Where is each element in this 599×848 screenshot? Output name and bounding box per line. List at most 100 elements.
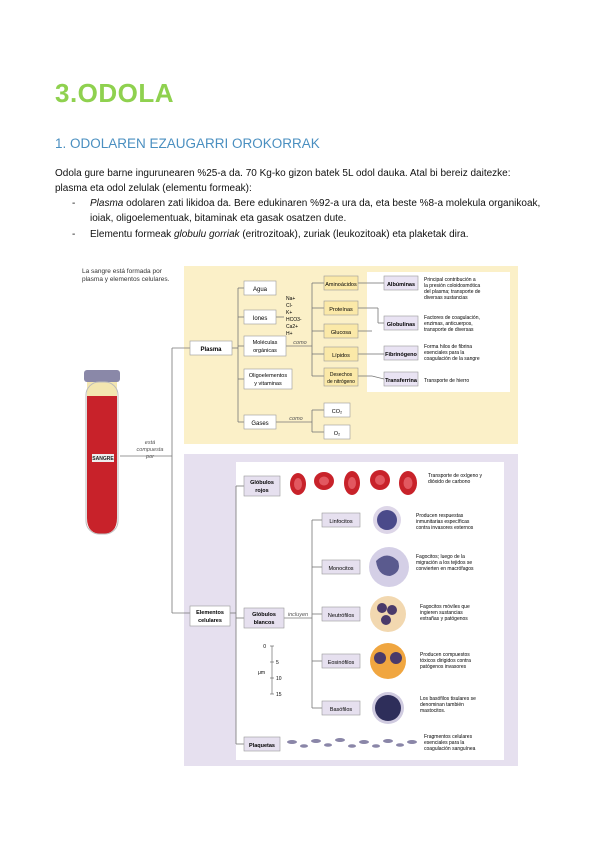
co2-label: CO₂ <box>332 409 342 415</box>
bullet-elements-pre: Elementu formeak <box>90 229 174 240</box>
ion-item: Ca2+ <box>286 324 298 330</box>
ion-item: Na+ <box>286 296 295 302</box>
page-title: 3.ODOLA <box>55 78 175 108</box>
organic-label: Glucosa <box>331 330 352 336</box>
organic-label: Proteínas <box>329 307 353 313</box>
intro-line-2: plasma eta odol zelulak (elementu formea… <box>55 183 252 194</box>
rojos-desc: Transporte de oxígeno y <box>428 473 483 479</box>
wbc-box <box>321 700 361 716</box>
wbc-desc: patógenos invasores <box>420 664 467 670</box>
blood-tube-icon <box>84 370 120 535</box>
wbc-desc: Producen respuestas <box>416 513 464 519</box>
wbc-label: Basófilos <box>330 707 353 713</box>
figure-caption: La sangre está formada por <box>82 268 163 275</box>
scale-bar <box>270 645 274 695</box>
gases-label: Gases <box>251 421 268 427</box>
protein-desc: diversas sustancias <box>424 295 468 301</box>
organic-label: Aminoácidos <box>325 282 357 288</box>
plaquetas-desc: Fragmentos celulares <box>424 734 473 740</box>
oligo-label: Oligoelementos <box>249 373 287 379</box>
protein-desc: coagulación de la sangre <box>424 356 480 362</box>
compuesta-label: está <box>145 440 155 446</box>
elementos-label: celulares <box>198 618 222 624</box>
lymphocyte-icon <box>373 506 401 534</box>
protein-desc: esenciales para la <box>424 350 465 356</box>
eosinophil-icon <box>370 643 406 679</box>
wbc-row <box>321 512 361 528</box>
red-blood-cells-icon <box>290 470 417 495</box>
figure-caption: plasma y elementos celulares. <box>82 276 170 283</box>
incluyen-label: incluyen <box>288 612 308 618</box>
plaquetas-box <box>243 736 281 752</box>
rojos-label: rojos <box>255 488 268 494</box>
wbc-desc: migración a los tejidos se <box>416 560 472 566</box>
o2-box <box>323 424 351 440</box>
scale-tick: 10 <box>276 676 282 682</box>
compuesta-label: por <box>145 454 155 460</box>
ion-item: Cl- <box>286 303 293 309</box>
bullet-elements-text: (eritrozitoak), zuriak (leukozitoak) eta… <box>239 229 469 240</box>
elementos-label: Elementos <box>196 610 224 616</box>
protein-desc: Transporte de hierro <box>424 378 469 384</box>
scale-tick: 15 <box>276 692 282 698</box>
moleculas-label: Moléculas <box>253 340 278 346</box>
wbc-desc: inmunitarias específicas <box>416 519 470 525</box>
scale-tick: 5 <box>276 660 279 666</box>
protein-desc: Factores de coagulación, <box>424 315 480 321</box>
monocyte-icon <box>369 547 409 587</box>
elementos-box <box>189 605 231 627</box>
agua-label: Agua <box>253 287 268 293</box>
protein-label: Fibrinógeno <box>385 352 417 358</box>
rojos-label: Glóbulos <box>250 480 274 486</box>
protein-connectors <box>371 282 385 380</box>
organic-box <box>323 300 359 316</box>
wbc-desc: mastocitos. <box>420 708 445 714</box>
wbc-desc: Los basófilos tisulares se <box>420 696 476 702</box>
organic-box <box>323 323 359 339</box>
wbc-box <box>321 606 361 622</box>
oligo-box <box>243 368 293 390</box>
blood-composition-figure: La sangre está formada por plasma y elem… <box>82 266 518 766</box>
protein-box <box>383 345 419 361</box>
bullet-dash: - <box>72 229 76 240</box>
protein-desc: la presión coloidosmótica <box>424 283 480 289</box>
wbc-desc: Producen compuestos <box>420 652 470 658</box>
iones-label: Iones <box>253 316 268 322</box>
basophil-icon <box>372 692 404 724</box>
desechos-box <box>323 367 359 387</box>
gases-box <box>243 414 277 430</box>
blancos-label: Glóbulos <box>252 612 276 618</box>
wbc-desc: convierten en macrófagos <box>416 566 474 572</box>
wbc-desc: Fagocitos móviles que <box>420 604 470 610</box>
section-heading: 1. ODOLAREN EZAUGARRI OROKORRAK <box>55 136 320 151</box>
wbc-label: Neutrófilos <box>328 613 355 619</box>
organic-box <box>323 346 359 362</box>
wbc-desc: contra invasores externos <box>416 525 474 531</box>
protein-desc: enzimas, anticuerpos, <box>424 321 473 327</box>
scale-tick: 0 <box>263 644 266 650</box>
bullet-elements: Elementu formeak globulu gorriak (eritro… <box>90 229 469 240</box>
tube-label: SANGRE <box>92 456 114 462</box>
wbc-desc: tóxicos dirigidos contra <box>420 658 471 664</box>
plasma-label: Plasma <box>200 347 222 353</box>
compuesta-label: compuesta <box>137 447 164 453</box>
plaquetas-desc: esenciales para la <box>424 740 465 746</box>
wbc-label: Monocitos <box>328 566 353 572</box>
bullet-plasma-text: odolaren zati likidoa da. Bere edukinare… <box>123 198 541 209</box>
desechos-label: de nitrógeno <box>327 379 355 385</box>
scale-unit: μm <box>258 670 265 676</box>
wbc-desc: extrañas y patógenos <box>420 616 468 622</box>
moleculas-label: orgánicas <box>253 348 277 354</box>
protein-desc: Principal contribución a <box>424 277 476 283</box>
organic-box <box>323 275 359 291</box>
ion-item: K+ <box>286 310 292 316</box>
protein-desc: del plasma; transporte de <box>424 289 481 295</box>
bullet-plasma-line2: ioiak, oligoelementuak, bitaminak eta ga… <box>90 213 347 224</box>
protein-label: Albúminas <box>387 282 415 288</box>
ion-item: HCO3- <box>286 317 302 323</box>
como-label: como <box>293 340 306 346</box>
wbc-label: Eosinófilos <box>328 660 355 666</box>
oligo-label: y vitaminas <box>254 381 282 387</box>
iones-box <box>243 309 277 325</box>
globulu-term: globulu gorriak <box>173 229 240 240</box>
